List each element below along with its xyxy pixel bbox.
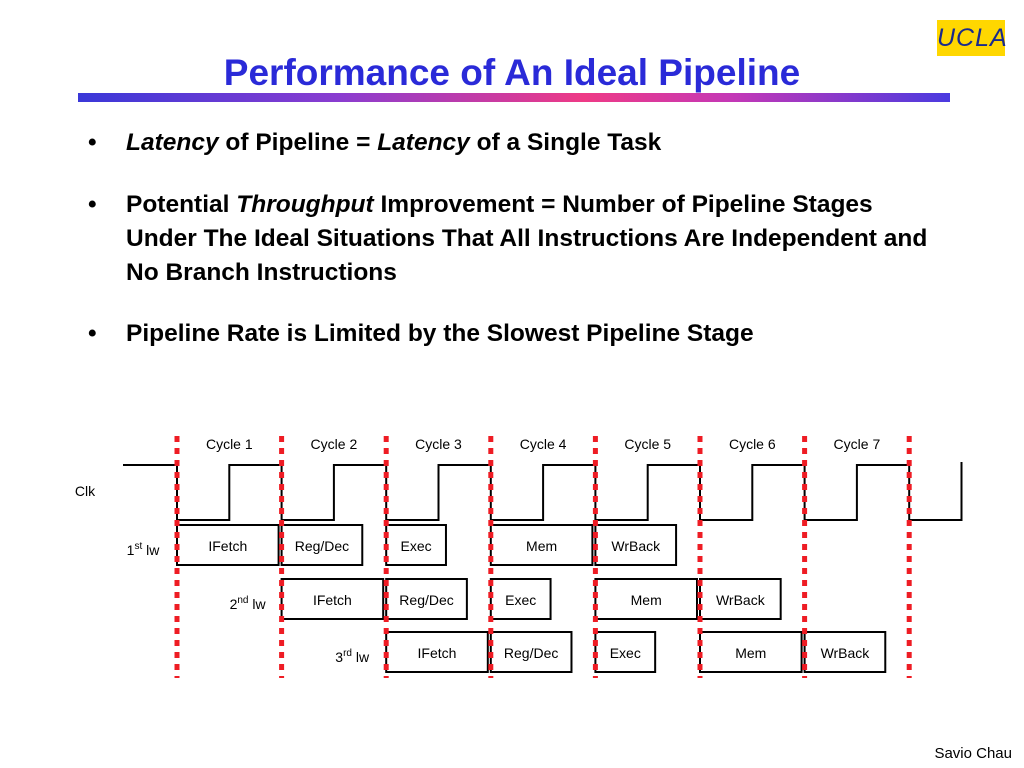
stage-label: Mem — [526, 538, 557, 554]
stage-box — [594, 631, 657, 673]
text-segment: Potential — [126, 191, 237, 218]
emphasis-text: Latency — [126, 129, 219, 156]
title-underline — [78, 93, 950, 102]
stage-box — [489, 631, 573, 673]
clock-signal — [123, 462, 963, 521]
bullet-text: Pipeline Rate is Limited by the Slowest … — [126, 317, 946, 351]
stage-label: WrBack — [821, 645, 871, 661]
stage-label: WrBack — [611, 538, 661, 554]
ordinal-suffix: st — [134, 541, 142, 552]
ordinal: 2 — [230, 596, 238, 612]
cycle-labels: Cycle 1 Cycle 2 Cycle 3 Cycle 4 Cycle 5 Cycle… — [206, 436, 880, 452]
cycle-label: Cycle 6 — [729, 436, 776, 452]
ordinal-suffix: nd — [237, 595, 248, 606]
instruction-row: IFetch Reg/Dec Exec Mem WrBack 1st lw — [127, 524, 678, 566]
footer-author: Savio Chau — [934, 745, 1012, 762]
stage-label: IFetch — [313, 592, 352, 608]
instruction-row: IFetch Reg/Dec Exec Mem WrBack 2nd lw — [230, 578, 782, 620]
instruction-label: 2nd lw — [230, 595, 267, 612]
instruction-row: IFetch Reg/Dec Exec Mem WrBack 3rd lw — [335, 631, 887, 673]
cycle-label: Cycle 2 — [311, 436, 358, 452]
opcode: lw — [352, 649, 370, 665]
stage-box — [176, 524, 280, 566]
stage-label: Mem — [735, 645, 766, 661]
stage-box — [385, 578, 468, 620]
stage-label: Exec — [505, 592, 536, 608]
cycle-dividers — [174, 436, 912, 678]
stage-label: Exec — [401, 538, 432, 554]
slide-title: Performance of An Ideal Pipeline — [223, 52, 801, 93]
bullet-text: Latency of Pipeline = Latency of a Singl… — [126, 126, 946, 160]
stage-box — [803, 631, 887, 673]
stage-box — [489, 578, 552, 620]
stage-box — [280, 578, 385, 620]
bullet-dot: • — [88, 320, 97, 347]
stage-label: IFetch — [418, 645, 457, 661]
ucla-logo: UCLA — [937, 20, 1007, 56]
text-segment: of Pipeline = — [218, 129, 378, 156]
ordinal-suffix: rd — [343, 648, 352, 659]
clock-label: Clk — [75, 483, 96, 499]
stage-label: Reg/Dec — [295, 538, 349, 554]
stage-label: Reg/Dec — [399, 592, 453, 608]
stage-label: Exec — [610, 645, 641, 661]
opcode: lw — [142, 542, 160, 558]
stage-box — [594, 578, 699, 620]
ordinal: 1 — [127, 542, 135, 558]
text-segment: Pipeline Rate is Limited by the Slowest … — [126, 320, 754, 347]
stage-box — [699, 578, 782, 620]
stage-label: IFetch — [208, 538, 247, 554]
cycle-label: Cycle 1 — [206, 436, 253, 452]
text-segment: of a Single Task — [469, 129, 662, 156]
ordinal: 3 — [335, 649, 343, 665]
bullet-dot: • — [88, 129, 97, 156]
stage-box — [489, 524, 594, 566]
text-segment: Improvement = Number of Pipeline Stages … — [126, 191, 928, 286]
cycle-label: Cycle 7 — [834, 436, 881, 452]
opcode: lw — [248, 596, 266, 612]
cycle-label: Cycle 3 — [415, 436, 462, 452]
stage-box — [699, 631, 803, 673]
stage-label: WrBack — [716, 592, 766, 608]
cycle-label: Cycle 4 — [520, 436, 567, 452]
stage-box — [594, 524, 678, 566]
bullet-dot: • — [88, 191, 97, 218]
stage-label: Mem — [631, 592, 662, 608]
stage-label: Reg/Dec — [504, 645, 558, 661]
emphasis-text: Latency — [377, 129, 470, 156]
clock-waveform-group: Clk — [75, 462, 963, 521]
bullet-text: Potential Throughput Improvement = Numbe… — [126, 188, 946, 290]
instruction-label: 1st lw — [127, 541, 161, 558]
emphasis-text: Throughput — [236, 191, 374, 218]
instruction-label: 3rd lw — [335, 648, 370, 665]
cycle-label: Cycle 5 — [624, 436, 671, 452]
